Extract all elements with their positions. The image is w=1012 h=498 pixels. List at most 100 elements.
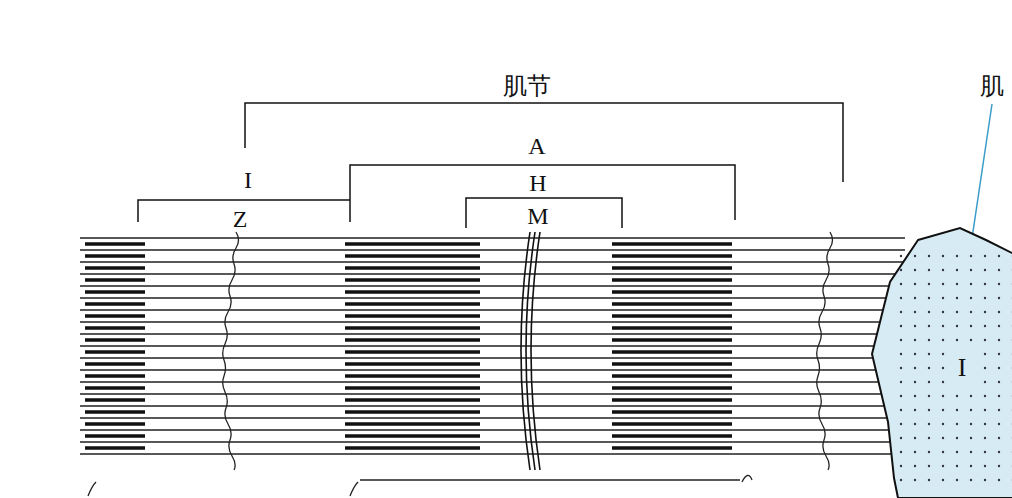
thick-filaments [85,244,732,448]
filament-dot [900,311,902,313]
filament-dot [998,381,1000,383]
fragment [88,475,752,496]
filament-dot [900,339,902,341]
filament-dot [914,297,916,299]
filament-dot [984,297,986,299]
filament-dot [928,479,930,481]
filament-dot [998,479,1000,481]
filament-dot [984,381,986,383]
filament-dot [928,311,930,313]
filament-dot [928,297,930,299]
filament-dot [998,437,1000,439]
filament-dot [942,297,944,299]
filament-dot [942,353,944,355]
filament-dot [970,465,972,467]
filament-dot [998,297,1000,299]
filament-dot [984,367,986,369]
filament-dot [998,339,1000,341]
filament-dot [956,325,958,327]
filament-dot [928,367,930,369]
filament-dot [942,339,944,341]
filament-dot [900,367,902,369]
band-label: Z [233,206,248,232]
filament-dot [914,479,916,481]
filament-dot [942,255,944,257]
filament-dot [984,269,986,271]
filament-dot [956,311,958,313]
filament-dot [970,311,972,313]
band-label: H [529,170,546,196]
filament-dot [900,465,902,467]
filament-dot [984,451,986,453]
filament-dot [970,339,972,341]
filament-dot [956,465,958,467]
filament-dot [956,255,958,257]
filament-dot [928,269,930,271]
filament-dot [984,465,986,467]
cross-section-shape [872,228,1012,498]
thin-filaments [80,238,905,454]
filament-dot [984,339,986,341]
filament-dot [942,423,944,425]
filament-dot [900,269,902,271]
filament-dot [998,423,1000,425]
filament-dot [928,395,930,397]
filament-dot [970,325,972,327]
filament-dot [984,423,986,425]
filament-dot [998,367,1000,369]
filament-dot [914,451,916,453]
structure-label: 肌节 [503,73,551,99]
filament-dot [942,311,944,313]
filament-dot [914,283,916,285]
filament-dot [928,325,930,327]
filament-dot [942,437,944,439]
filament-dot [900,283,902,285]
cross-section-outline [868,226,1012,498]
filament-dot [970,395,972,397]
filament-dot [900,423,902,425]
filament-dot [942,283,944,285]
filament-dot [900,437,902,439]
filament-dot [998,465,1000,467]
filament-dot [900,395,902,397]
filament-dot [984,325,986,327]
filament-dot [956,437,958,439]
filament-dot [900,255,902,257]
filament-dot [914,255,916,257]
filament-dot [928,339,930,341]
filament-dot [914,325,916,327]
filament-dot [956,395,958,397]
filament-dot [998,353,1000,355]
filament-dot [998,311,1000,313]
filament-dot [984,409,986,411]
filament-dot [998,269,1000,271]
filament-dot [998,451,1000,453]
filament-dot [998,283,1000,285]
structure-label: 肌 [980,73,1004,99]
filament-dot [998,395,1000,397]
filament-dot [970,479,972,481]
filament-dot [928,437,930,439]
filament-dot [928,353,930,355]
filament-dot [956,297,958,299]
filament-dot [928,409,930,411]
filament-dot [984,437,986,439]
filament-dot [956,451,958,453]
filament-dot [942,465,944,467]
filament-dot [984,311,986,313]
filament-dot [914,423,916,425]
filament-dot [942,479,944,481]
filament-dot [928,465,930,467]
filament-dot [956,269,958,271]
filament-dot [984,283,986,285]
filament-dot [998,255,1000,257]
m-line [521,232,540,470]
filament-dot [914,409,916,411]
filament-dot [956,339,958,341]
filament-dot [928,451,930,453]
filament-dot [914,465,916,467]
filament-dot [900,353,902,355]
filament-dot [970,297,972,299]
filament-dot [942,367,944,369]
filament-dot [914,395,916,397]
